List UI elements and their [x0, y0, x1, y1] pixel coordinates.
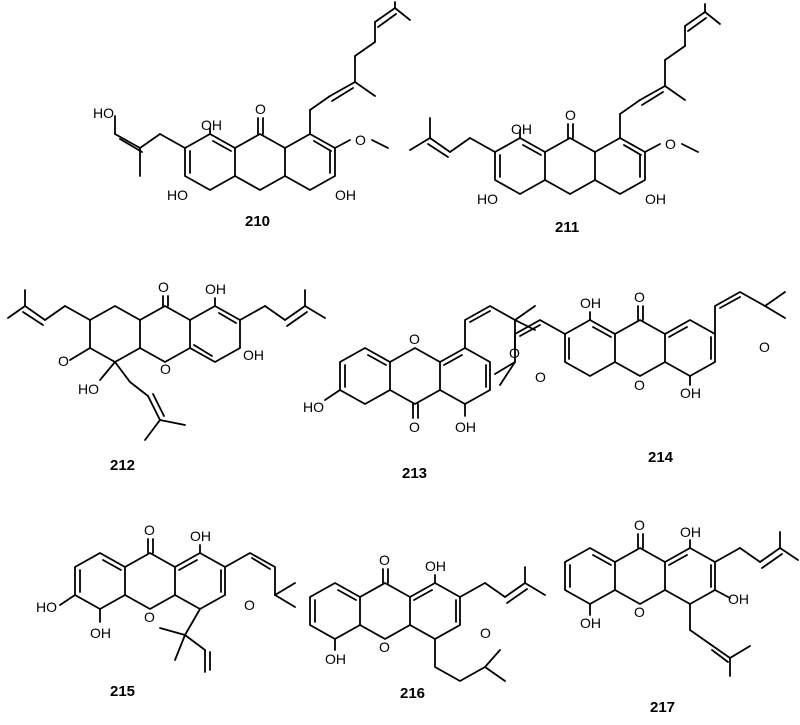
compound-215-bonds	[59, 538, 296, 673]
compound-217-bonds	[564, 531, 799, 677]
atom-label: O	[379, 552, 390, 568]
atom-label: O	[160, 361, 171, 377]
compound-210-bonds	[114, 1, 411, 191]
atom-label: OH	[425, 558, 446, 574]
atom-label: O	[634, 604, 645, 620]
atom-label: OH	[645, 191, 666, 207]
compound-210: HO OH O O HO OH 210	[93, 1, 411, 230]
compound-number: 213	[402, 465, 427, 482]
atom-label: O	[158, 279, 169, 295]
atom-label: OH	[680, 524, 701, 540]
atom-label: OH	[201, 117, 222, 133]
atom-label: O	[759, 339, 770, 355]
atom-label: OH	[580, 295, 601, 311]
atom-label: HO	[477, 191, 498, 207]
compound-216: O OH O OH O 216	[309, 552, 546, 702]
compound-212: O OH O HO O OH 212	[7, 279, 326, 474]
atom-label: OH	[243, 347, 264, 363]
atom-label: OH	[190, 528, 211, 544]
compound-212-bonds	[7, 289, 326, 441]
compound-214: OH O O O O OH 214	[494, 289, 786, 466]
compound-number: 212	[110, 457, 135, 474]
compound-216-bonds	[309, 566, 546, 682]
atom-label: OH	[728, 591, 749, 607]
compound-number: 214	[648, 449, 674, 466]
atom-label: HO	[78, 381, 99, 397]
compound-number: 216	[400, 685, 425, 702]
atom-label: O	[409, 419, 420, 435]
compound-211-bonds	[409, 3, 721, 195]
compound-213: O O HO O OH 213	[303, 305, 536, 482]
atom-label: O	[634, 377, 645, 393]
atom-label: O	[409, 331, 420, 347]
atom-label: OH	[90, 625, 111, 641]
atom-label: HO	[167, 187, 188, 203]
atom-label: HO	[36, 599, 57, 615]
atom-label: O	[480, 625, 491, 641]
atom-label: OH	[511, 121, 532, 137]
atom-label: HO	[93, 105, 114, 121]
atom-label: O	[634, 289, 645, 305]
compound-215: O OH HO O O OH 215	[36, 522, 296, 700]
compound-214-bonds	[494, 291, 786, 386]
atom-label: O	[535, 369, 546, 385]
atom-label: O	[244, 597, 255, 613]
atom-label: OH	[325, 651, 346, 667]
atom-label: O	[144, 609, 155, 625]
compound-211: OH O O HO OH 211	[409, 3, 721, 236]
atom-label: HO	[303, 399, 324, 415]
compound-number: 215	[110, 683, 135, 700]
atom-label: OH	[580, 615, 601, 631]
atom-label: O	[665, 136, 676, 152]
atom-label: O	[144, 522, 155, 538]
atom-label: OH	[680, 385, 701, 401]
atom-label: O	[379, 639, 390, 655]
compound-number: 211	[555, 219, 579, 236]
compound-217: O OH O OH OH 217	[564, 517, 799, 716]
atom-label: O	[255, 101, 266, 117]
compound-number: 210	[245, 213, 270, 230]
atom-label: O	[58, 353, 69, 369]
compound-number: 217	[650, 699, 675, 716]
atom-label: OH	[335, 187, 356, 203]
atom-label: O	[634, 517, 645, 533]
atom-label: OH	[455, 419, 476, 435]
atom-label: O	[565, 107, 576, 123]
atom-label: OH	[205, 281, 226, 297]
atom-label: O	[355, 132, 366, 148]
compound-213-bonds	[324, 305, 536, 419]
